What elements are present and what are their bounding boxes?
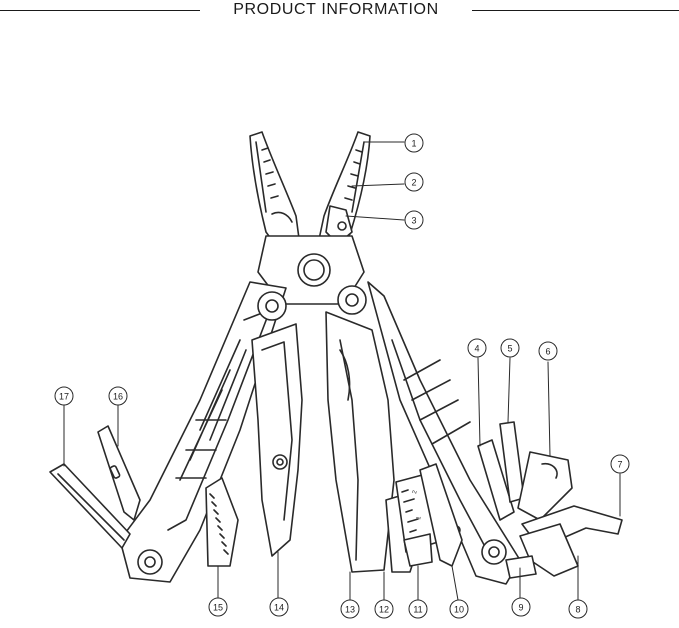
svg-text:10: 10: [454, 605, 464, 615]
tool-13-knife: [325, 311, 395, 573]
tool-9-bottle-opener: [505, 555, 537, 579]
callout-12: 12: [374, 599, 394, 619]
svg-text:16: 16: [113, 392, 123, 402]
callout-1: 1: [404, 133, 424, 153]
svg-text:8: 8: [575, 605, 580, 615]
callout-6: 6: [538, 341, 558, 361]
callout-8: 8: [568, 599, 588, 619]
leader-lines: [63, 141, 621, 601]
callout-7: 7: [610, 454, 630, 474]
callout-16: 16: [108, 386, 128, 406]
tool-17-file: [49, 463, 131, 549]
header-rule-left: [0, 10, 200, 11]
tool-14-screwdriver: [251, 323, 303, 557]
callout-15: 15: [208, 597, 228, 617]
svg-text:15: 15: [213, 603, 223, 613]
callout-17: 17: [54, 386, 74, 406]
svg-text:14: 14: [274, 603, 284, 613]
tool-4-bit: [477, 439, 515, 521]
svg-text:2: 2: [411, 178, 416, 188]
callout-9: 9: [511, 597, 531, 617]
svg-text:17: 17: [59, 392, 69, 402]
callout-13: 13: [340, 599, 360, 619]
ruler-label-1: 1: [416, 515, 423, 520]
callout-group: 1 2 3 4 5 6 7 8 9 10 11 12 13 14 15 16 1…: [54, 133, 630, 619]
svg-text:6: 6: [545, 347, 550, 357]
callout-3: 3: [404, 210, 424, 230]
svg-text:13: 13: [345, 605, 355, 615]
handle-right: [337, 281, 521, 585]
svg-text:1: 1: [411, 139, 416, 149]
ruler-labels: 2 1: [412, 489, 423, 520]
callout-14: 14: [269, 597, 289, 617]
section-header: PRODUCT INFORMATION: [0, 0, 679, 22]
section-title: PRODUCT INFORMATION: [233, 1, 439, 18]
tool-10-blade: [419, 463, 463, 567]
tool-6-opener: [517, 451, 573, 521]
svg-text:11: 11: [413, 605, 422, 615]
svg-text:3: 3: [411, 216, 416, 226]
callout-10: 10: [449, 599, 469, 619]
header-rule-right: [472, 10, 679, 11]
plier-jaw-right: [317, 131, 371, 253]
svg-text:7: 7: [617, 460, 622, 470]
callout-2: 2: [404, 172, 424, 192]
tool-16-blade: [97, 425, 141, 521]
svg-text:12: 12: [379, 605, 389, 615]
svg-text:4: 4: [474, 344, 479, 354]
callout-11: 11: [408, 599, 428, 619]
svg-text:9: 9: [518, 603, 523, 613]
svg-text:5: 5: [507, 344, 512, 354]
plier-pivot: [257, 235, 365, 305]
ruler-label-2: 2: [412, 489, 419, 494]
callout-4: 4: [467, 338, 487, 358]
callout-5: 5: [500, 338, 520, 358]
tool-15-saw: [205, 477, 239, 567]
